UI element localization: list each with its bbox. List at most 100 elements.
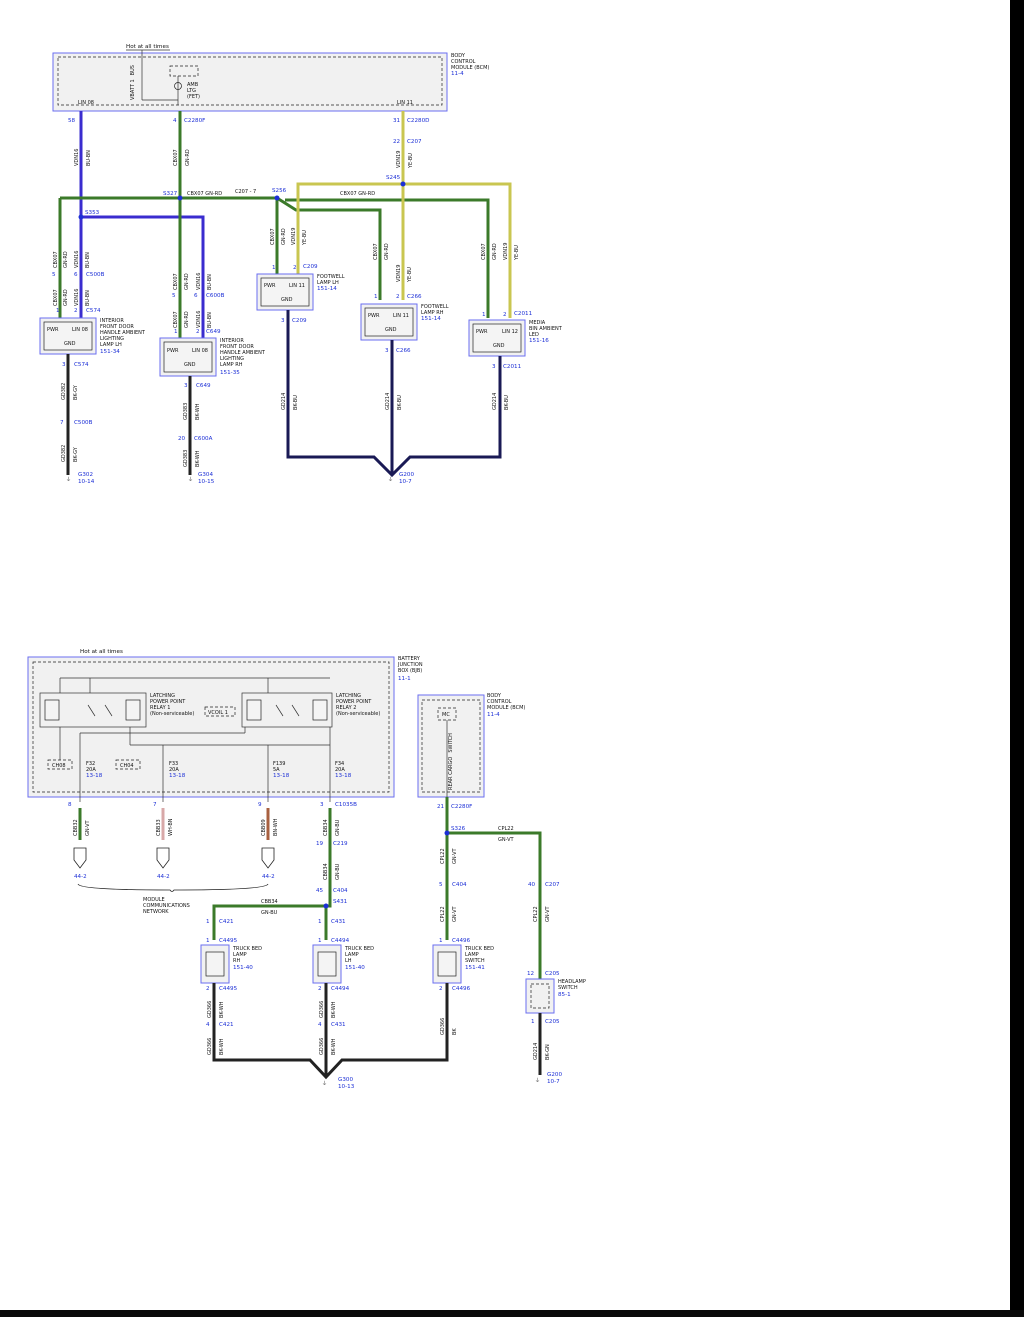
pin-12: 12 [527,971,534,977]
label-gd366-rh: GD366 [207,1001,213,1018]
media-cbx07: CBX07 [481,243,487,260]
rh-gd383-2: GD383 [183,450,189,467]
rh-gnrd-2: GN-RD [184,311,190,328]
rh-pin20: 20 [178,436,186,442]
conn-c404-b: C404 [452,882,467,888]
conn-c4496-a: C4496 [452,938,471,944]
ground-icon-g302: ⏚ [66,476,71,483]
rh-pin3: 3 [184,383,188,389]
ground-g302-ref: 10-14 [78,479,95,485]
rh-pin1: 1 [174,329,178,335]
label-gd366-rh-2: GD366 [207,1038,213,1055]
conn-c2280f-top: C2280F [184,118,205,124]
relay2-coil2-icon [312,699,328,721]
flh-bkbu: BK-BU [293,395,299,410]
lh-cbx07-2: CBX07 [53,289,59,306]
rh-bubn-2: BU-BN [207,312,213,328]
label-gd366-sw: GD366 [440,1018,446,1035]
rh-bkwh-2: BK-WH [195,450,201,467]
flh-gnrd: GN-RD [281,228,287,245]
rh-c600a: C600A [194,436,213,442]
flh-pwr: PWR [264,283,276,289]
ground-icon-g300: ⏚ [322,1080,327,1087]
ground-g200-b-ref: 10-7 [547,1079,560,1085]
conn-c205-a: C205 [545,971,560,977]
label-bkgn: BK-GN [545,1044,551,1060]
label-gd214-b: GD214 [533,1043,539,1060]
rh-c649-b: C649 [196,383,211,389]
conn-c431-b: C431 [331,1022,346,1028]
lamp-rh-ref: 151-35 [220,370,240,376]
truck-sw-ref: 151-41 [465,965,485,971]
conn-c207-top: C207 [407,139,422,145]
rh-c649: C649 [206,329,221,335]
lh-bkgy-2: BK-GY [73,446,79,462]
label-gd366-lh: GD366 [319,1001,325,1018]
conn-c4494-a: C4494 [331,938,350,944]
ground-g302: G302 [78,472,93,478]
bcm-box-bottom [417,694,485,798]
label-gd366-lh-2: GD366 [319,1038,325,1055]
gnbu-bus-label: GN-BU [261,910,278,916]
wire-cbx07-media [285,198,490,318]
tlh-pin2: 2 [318,986,322,992]
label-vdn19: VDN19 [396,151,402,168]
lh-pin4: 4 [318,1022,322,1028]
fuse-f34-ref: 13-18 [335,773,352,779]
fuse-f33-ref: 13-18 [169,773,186,779]
conn-c207-b: C207 [545,882,560,888]
label-cbb09: CBB09 [261,819,267,836]
ground-icon-g200: ⏚ [388,476,393,483]
splice-s256: S256 [272,188,287,194]
lh-c500b: C500B [86,272,105,278]
media-pwr: PWR [476,329,488,335]
ref-44-2-b: 44-2 [157,874,170,880]
flh-gnd: GND [281,297,293,303]
rh-pin5: 5 [172,293,176,299]
conn-c421-b: C421 [219,1022,234,1028]
label-bkwh-rh-2: BK-WH [219,1038,225,1055]
network-brace [77,883,269,892]
label-whbn: WH-BN [168,818,174,836]
lh-gd382: GD382 [61,383,67,400]
conn-c4494-b: C4494 [331,986,350,992]
conn-c404-a: C404 [333,888,348,894]
conn-c219: C219 [333,841,348,847]
label-yebu: YE-BU [408,153,414,169]
splice-s431: S431 [333,899,348,905]
media-pin1: 1 [482,312,486,318]
lh-pin1-b: 1 [318,919,322,925]
right-edge-bar [1010,0,1024,1310]
bjb-pin7: 7 [153,802,157,808]
lh-c574-b: C574 [74,362,89,368]
fuse-f32-ref: 13-18 [86,773,103,779]
ch04-label: CH04 [120,763,134,769]
rh-pin2: 2 [196,329,200,335]
flh-pin2: 2 [293,265,297,271]
rh-bkwh: BK-WH [195,403,201,420]
label-gnbu-2: GN-BU [335,863,341,880]
pin-31: 31 [393,118,401,124]
rear-cargo-label: REAR CARGOSWITCH [448,733,454,790]
media-gnrd: GN-RD [492,243,498,260]
label-gnvt-b: GN-VT [452,905,458,922]
splice-s245: S245 [386,175,401,181]
conn-c2280d: C2280D [407,118,429,124]
connector-arrow-icon [73,847,87,869]
rh-cbx07-2: CBX07 [173,311,179,328]
relay1-coil-icon [44,699,60,721]
rh-pwr: PWR [167,348,179,354]
media-c2011-b: C2011 [503,364,522,370]
frh-bkbu: BK-BU [397,395,403,410]
